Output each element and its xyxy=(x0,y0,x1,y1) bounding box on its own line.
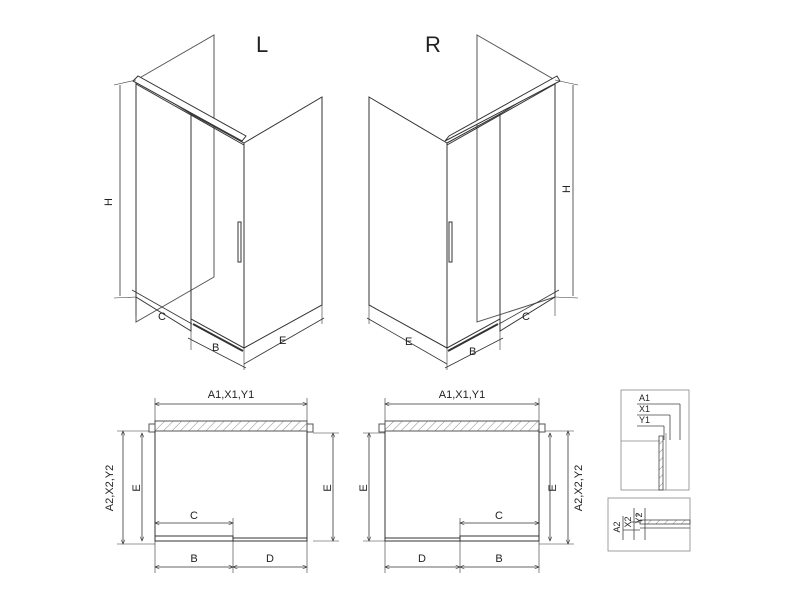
detail-top-box xyxy=(620,389,690,491)
dim-a2-right: A2,X2,Y2 xyxy=(573,465,585,511)
dim-h-right: H xyxy=(561,185,573,193)
detail-label-a2: A2 xyxy=(612,521,622,532)
dim-a1-right: A1,X1,Y1 xyxy=(439,389,485,401)
dim-e-left-plan-inner: E xyxy=(131,484,143,491)
dim-e-left-iso: E xyxy=(279,335,286,347)
left-plan-wall-hatch xyxy=(154,420,308,432)
right-isometric-view xyxy=(366,34,579,370)
left-back-wall xyxy=(135,34,215,323)
dim-h-left: H xyxy=(103,198,115,206)
right-plan-view xyxy=(363,398,574,573)
left-sliding-door xyxy=(190,113,245,349)
dim-e-right-plan-inner: E xyxy=(547,484,559,491)
dim-c-right-iso: C xyxy=(522,311,530,323)
dim-c-right-plan: C xyxy=(495,510,503,522)
right-door-handle xyxy=(448,221,453,263)
dim-b-left-iso: B xyxy=(212,342,219,354)
detail-label-y2: Y2 xyxy=(634,512,644,523)
dim-b-right-plan: B xyxy=(495,553,502,565)
dim-e-left-plan-outer: E xyxy=(322,484,334,491)
right-view-label: R xyxy=(425,32,441,57)
dim-a1-left: A1,X1,Y1 xyxy=(208,389,254,401)
dim-b-left-plan: B xyxy=(190,553,197,565)
left-door-handle xyxy=(237,221,242,263)
right-fixed-panel xyxy=(499,79,556,332)
detail-label-y1: Y1 xyxy=(639,415,650,425)
left-view-label: L xyxy=(256,32,268,57)
dim-b-right-iso: B xyxy=(469,346,476,358)
dim-e-right-plan-outer: E xyxy=(358,484,370,491)
detail-label-a1: A1 xyxy=(639,393,650,403)
dim-d-left-plan: D xyxy=(266,553,274,565)
detail-label-x1: X1 xyxy=(639,404,650,414)
left-top-rail xyxy=(132,75,247,142)
left-fixed-panel xyxy=(135,79,192,332)
left-plan-view xyxy=(117,398,339,573)
right-plan-wall-hatch xyxy=(384,420,540,432)
right-back-wall xyxy=(476,34,556,323)
dim-a2-left: A2,X2,Y2 xyxy=(104,465,116,511)
dim-d-right-plan: D xyxy=(418,553,426,565)
detail-label-x2: X2 xyxy=(623,516,633,527)
dim-c-left-iso: C xyxy=(158,311,166,323)
right-top-rail xyxy=(444,75,561,142)
dim-c-left-plan: C xyxy=(190,510,198,522)
right-side-panel xyxy=(368,96,448,349)
right-sliding-door xyxy=(446,113,501,349)
left-isometric-view xyxy=(113,34,325,370)
dim-e-right-iso: E xyxy=(405,336,412,348)
left-side-panel xyxy=(243,96,323,349)
detail-bottom-box xyxy=(607,497,691,552)
